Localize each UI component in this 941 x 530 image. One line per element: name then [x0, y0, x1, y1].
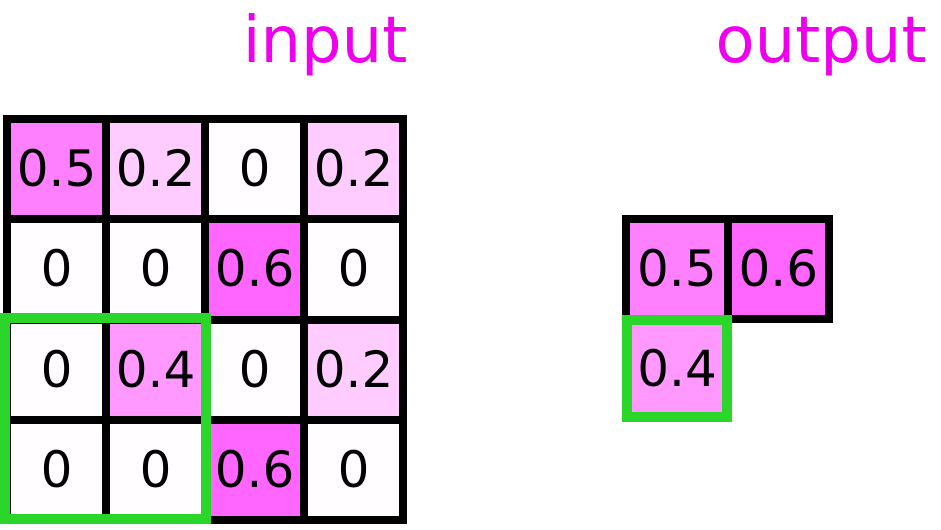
input-cell-r0-c2: 0 [209, 123, 300, 216]
output-cell-r0-c0: 0.5 [630, 223, 724, 315]
input-cell-r1-c3: 0 [308, 223, 399, 316]
output-grid-top-row: 0.5 0.6 [622, 215, 833, 323]
input-grid-title: input [242, 4, 408, 78]
output-cell-r1-c0-highlighted: 0.4 [622, 315, 732, 422]
input-cell-r3-c2: 0.6 [209, 423, 300, 516]
input-cell-r3-c3: 0 [308, 423, 399, 516]
output-grid-title: output [715, 4, 927, 78]
input-cell-r3-c0: 0 [11, 423, 102, 516]
input-cell-r2-c0: 0 [11, 323, 102, 416]
input-grid: 0.5 0.2 0 0.2 0 0 0.6 0 0 0.4 0 0.2 0 0 … [3, 115, 407, 524]
input-cell-r0-c0: 0.5 [11, 123, 102, 216]
input-cell-r2-c1: 0.4 [110, 323, 201, 416]
input-cell-r1-c2: 0.6 [209, 223, 300, 316]
pooling-window-highlight [0, 313, 211, 524]
input-cell-r1-c0: 0 [11, 223, 102, 316]
input-cell-r0-c1: 0.2 [110, 123, 201, 216]
output-cell-r0-c1: 0.6 [731, 223, 825, 315]
input-cell-r1-c1: 0 [110, 223, 201, 316]
input-cell-r3-c1: 0 [110, 423, 201, 516]
input-cell-r2-c3: 0.2 [308, 323, 399, 416]
input-cell-r2-c2: 0 [209, 323, 300, 416]
input-cell-r0-c3: 0.2 [308, 123, 399, 216]
